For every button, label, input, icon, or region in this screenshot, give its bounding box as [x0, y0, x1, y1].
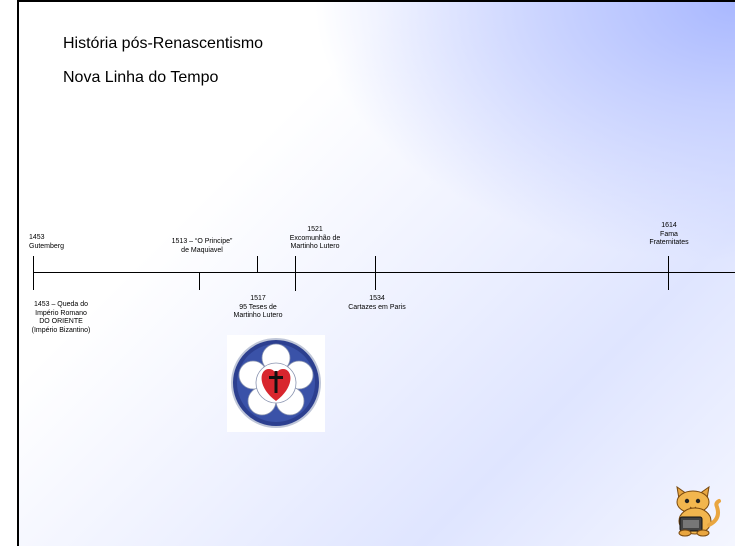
- event-1614-fama: 1614 Fama Fraternitates: [649, 222, 689, 246]
- tick-1453-up: [33, 256, 34, 273]
- event-1517-teses: 1517 95 Teses de Martinho Lutero: [233, 295, 283, 319]
- event-1534-cartazes: 1534 Cartazes em Paris: [348, 295, 406, 311]
- tick-1534: [375, 256, 376, 290]
- event-1453-queda: 1453 – Queda do Império Romano DO ORIENT…: [31, 301, 91, 334]
- tick-1521: [295, 256, 296, 291]
- event-1453-gutemberg: 1453 Gutemberg: [29, 234, 65, 250]
- slide-title: História pós-Renascentismo: [63, 35, 264, 52]
- tick-1517: [257, 256, 258, 273]
- cat-mascot: [676, 485, 721, 537]
- slide-subtitle: Nova Linha do Tempo: [63, 69, 219, 86]
- event-1521-excomunhao: 1521 Excomunhão de Martinho Lutero: [289, 226, 341, 250]
- tick-1614: [668, 256, 669, 290]
- timeline-axis: [33, 272, 735, 273]
- luther-rose-seal: [227, 335, 325, 432]
- tick-1513: [199, 272, 200, 290]
- tick-1453-down: [33, 272, 34, 290]
- event-1513-principe: 1513 – “O Principe” de Maquiavel: [171, 238, 233, 254]
- slide: História pós-Renascentismo Nova Linha do…: [17, 0, 735, 546]
